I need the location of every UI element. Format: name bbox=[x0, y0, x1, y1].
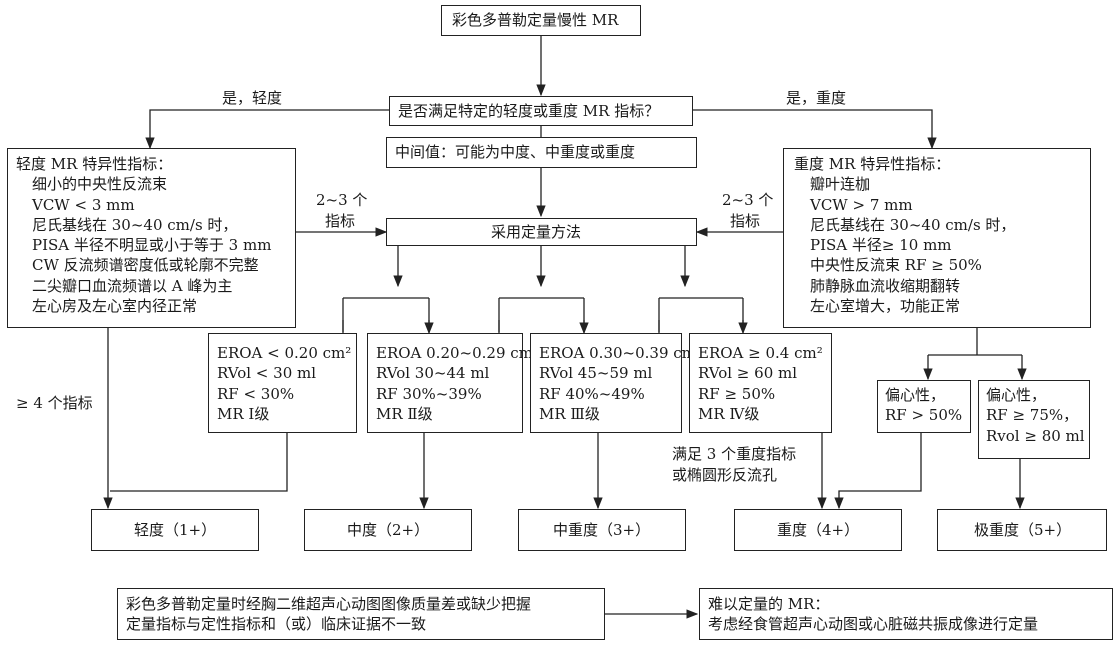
severe-criteria-panel: 重度 MR 特异性指标： 瓣叶连枷 VCW > 7 mm 尼氏基线在 30~40… bbox=[783, 148, 1091, 328]
arrow-grade1-result1 bbox=[110, 433, 288, 492]
bottom-right-line: 考虑经食管超声心动图或心脏磁共振成像进行定量 bbox=[708, 615, 1039, 634]
grade-box-4: EROA ≥ 0.4 cm² RVol ≥ 60 ml RF ≥ 50% MR … bbox=[689, 333, 832, 433]
severe-criterion: 肺静脉血流收缩期翻转 bbox=[810, 276, 961, 295]
ge4-indicators-label: ≥ 4 个指标 bbox=[16, 394, 93, 412]
grade-line: RF < 30% bbox=[217, 384, 295, 403]
severe-criterion: 瓣叶连枷 bbox=[810, 175, 871, 194]
fork-mid bbox=[498, 297, 585, 332]
fork-left bbox=[342, 297, 430, 332]
branch-label-severe: 是，重度 bbox=[786, 89, 847, 107]
arrow-ecc1-result4 bbox=[834, 433, 922, 510]
grade-line: RVol 45~59 ml bbox=[539, 364, 653, 383]
question-text: 是否满足特定的轻度或重度 MR 指标？ bbox=[398, 102, 660, 120]
grade-line: RF ≥ 50% bbox=[698, 384, 776, 403]
severe-panel-heading: 重度 MR 特异性指标： bbox=[794, 155, 951, 173]
result-box-very-severe: 极重度（5+） bbox=[937, 509, 1107, 551]
middle-value-box: 中间值：可能为中度、中重度或重度 bbox=[386, 137, 697, 168]
result-box-moderate: 中度（2+） bbox=[304, 509, 472, 551]
fork-right-arrows bbox=[658, 320, 743, 333]
two-three-label-right: 2~3 个 bbox=[722, 191, 774, 209]
grade-line: RF 40%~49% bbox=[539, 384, 645, 403]
bottom-left-line: 定量指标与定性指标和（或）临床证据不一致 bbox=[126, 615, 427, 634]
fork-left-arrows bbox=[342, 320, 429, 333]
result-label: 中度（2+） bbox=[347, 521, 430, 539]
mild-criteria-panel: 轻度 MR 特异性指标： 细小的中央性反流束 VCW < 3 mm 尼氏基线在 … bbox=[7, 148, 296, 328]
criteria-note: 或椭圆形反流孔 bbox=[672, 466, 778, 484]
severe-criterion: 中央性反流束 RF ≥ 50% bbox=[810, 256, 982, 275]
result-label: 重度（4+） bbox=[777, 521, 860, 539]
eccentric-line: RF > 50% bbox=[885, 406, 963, 425]
result-box-mild: 轻度（1+） bbox=[91, 509, 259, 551]
result-label: 轻度（1+） bbox=[134, 521, 217, 539]
arrow-question-severe bbox=[693, 109, 937, 150]
severe-criterion: VCW > 7 mm bbox=[810, 195, 913, 214]
title-text: 彩色多普勒定量慢性 MR bbox=[452, 11, 619, 29]
grade-box-2: EROA 0.20~0.29 cm² RVol 30~44 ml RF 30%~… bbox=[367, 333, 539, 433]
two-three-label-left: 指标 bbox=[325, 212, 356, 230]
grade-box-3: EROA 0.30~0.39 cm² RVol 45~59 ml RF 40%~… bbox=[530, 333, 702, 433]
mild-criterion: 左心房及左心室内径正常 bbox=[32, 297, 198, 316]
grade-line: MR Ⅲ级 bbox=[539, 404, 600, 423]
mild-criterion: VCW < 3 mm bbox=[32, 195, 135, 214]
quant-method-box: 采用定量方法 bbox=[386, 218, 697, 246]
bottom-left-line: 彩色多普勒定量时经胸二维超声心动图图像质量差或缺少把握 bbox=[126, 595, 532, 613]
grade-line: EROA 0.20~0.29 cm² bbox=[376, 344, 539, 362]
line-severe-split bbox=[928, 328, 1022, 356]
grade-line: MR Ⅳ级 bbox=[698, 404, 760, 423]
severe-criterion: 左心室增大，功能正常 bbox=[810, 297, 961, 316]
severe-criterion: 尼氏基线在 30~40 cm/s 时， bbox=[810, 215, 1016, 234]
branch-label-mild: 是，轻度 bbox=[222, 89, 283, 107]
result-label: 极重度（5+） bbox=[974, 521, 1072, 539]
mild-criterion: 细小的中央性反流束 bbox=[32, 175, 168, 194]
eccentric-line: Rvol ≥ 80 ml bbox=[986, 426, 1085, 445]
middle-value-text: 中间值：可能为中度、中重度或重度 bbox=[395, 143, 636, 161]
mild-criterion: PISA 半径不明显或小于等于 3 mm bbox=[32, 236, 272, 255]
two-three-label-right: 指标 bbox=[730, 212, 761, 230]
criteria-note: 满足 3 个重度指标 bbox=[672, 445, 797, 463]
grade-line: RVol ≥ 60 ml bbox=[698, 364, 798, 383]
severe-criterion: PISA 半径≥ 10 mm bbox=[810, 236, 952, 255]
result-box-moderate-severe: 中重度（3+） bbox=[518, 509, 686, 551]
arrow-question-mild bbox=[145, 109, 389, 150]
fork-mid-arrows bbox=[498, 320, 584, 333]
eccentric-box-1: 偏心性， RF > 50% bbox=[877, 380, 971, 433]
grade-line: MR Ⅱ级 bbox=[376, 404, 433, 423]
grade-line: EROA 0.30~0.39 cm² bbox=[539, 344, 702, 362]
quant-method-text: 采用定量方法 bbox=[491, 223, 582, 241]
question-box: 是否满足特定的轻度或重度 MR 指标？ bbox=[389, 96, 693, 126]
bottom-right-line: 难以定量的 MR： bbox=[708, 595, 830, 613]
two-three-label-left: 2~3 个 bbox=[316, 191, 368, 209]
title-box: 彩色多普勒定量慢性 MR bbox=[441, 5, 641, 36]
eccentric-line: RF ≥ 75%， bbox=[986, 406, 1079, 425]
eccentric-line: 偏心性， bbox=[885, 386, 946, 404]
eccentric-box-2: 偏心性， RF ≥ 75%， Rvol ≥ 80 ml bbox=[978, 380, 1090, 459]
result-box-severe: 重度（4+） bbox=[734, 509, 902, 551]
mild-criterion: 尼氏基线在 30~40 cm/s 时， bbox=[32, 215, 238, 234]
bottom-right-box: 难以定量的 MR： 考虑经食管超声心动图或心脏磁共振成像进行定量 bbox=[699, 588, 1113, 640]
mild-criterion: CW 反流频谱密度低或轮廓不完整 bbox=[32, 256, 259, 275]
grade-line: RF 30%~39% bbox=[376, 384, 482, 403]
grade-box-1: EROA < 0.20 cm² RVol < 30 ml RF < 30% MR… bbox=[208, 333, 357, 433]
mild-panel-heading: 轻度 MR 特异性指标： bbox=[16, 155, 173, 173]
eccentric-line: 偏心性， bbox=[986, 386, 1047, 404]
result-label: 中重度（3+） bbox=[553, 521, 651, 539]
grade-line: RVol 30~44 ml bbox=[376, 364, 490, 383]
grade-line: EROA ≥ 0.4 cm² bbox=[698, 344, 823, 362]
grade-line: RVol < 30 ml bbox=[217, 364, 317, 383]
fork-right bbox=[658, 297, 744, 332]
mild-criterion: 二尖瓣口血流频谱以 A 峰为主 bbox=[32, 276, 233, 295]
grade-line: MR Ⅰ级 bbox=[217, 404, 270, 423]
grade-line: EROA < 0.20 cm² bbox=[217, 344, 352, 362]
bottom-left-box: 彩色多普勒定量时经胸二维超声心动图图像质量差或缺少把握 定量指标与定性指标和（或… bbox=[117, 588, 605, 640]
